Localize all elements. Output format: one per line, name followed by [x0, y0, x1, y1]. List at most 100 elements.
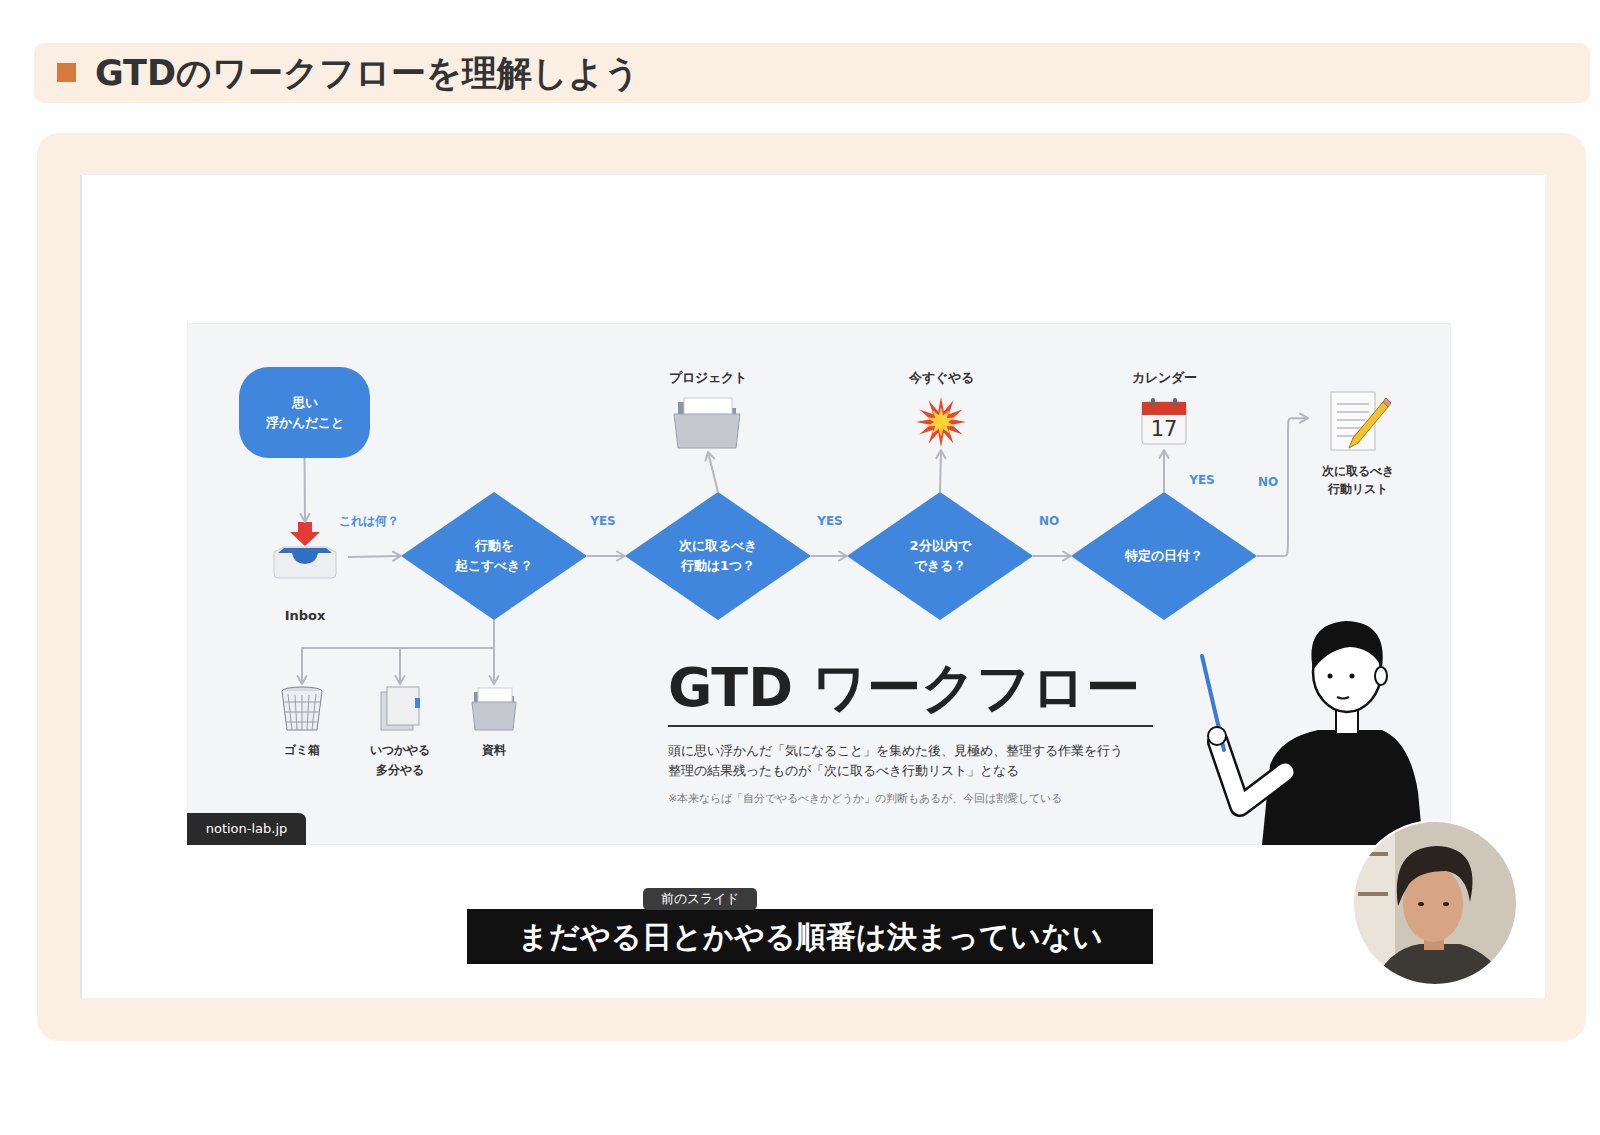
node-label: いつかやる 多分やる: [364, 740, 436, 780]
eye: [1350, 674, 1355, 679]
inbox-node: Inbox: [262, 522, 348, 628]
decision-diamond: 特定の日付？: [1071, 492, 1257, 620]
flow-arrow: [400, 620, 494, 684]
flow-arrow: [1257, 418, 1308, 556]
decor-rect: [415, 698, 420, 708]
edge-label: YES: [1189, 473, 1215, 487]
reference-node: 資料: [454, 684, 534, 774]
node-icon: [470, 684, 518, 732]
diamond-fill: [1071, 492, 1257, 620]
node-label: プロジェクト: [669, 368, 747, 388]
node-icon: [377, 684, 423, 732]
flow-arrow: [493, 620, 495, 684]
node-icon: [672, 394, 744, 450]
subtitle-box: [467, 909, 1153, 964]
decision-diamond: 2分以内で できる？: [847, 492, 1033, 620]
flow-arrow: [940, 450, 941, 492]
avatar-shelf-board: [1358, 892, 1388, 896]
diamond-fill: [847, 492, 1033, 620]
decor-svg: [279, 684, 325, 732]
someday-node: いつかやる 多分やる: [357, 684, 443, 784]
decor-rect: [1173, 398, 1177, 407]
eye: [1328, 674, 1333, 679]
node-label: ゴミ箱: [284, 740, 320, 760]
hand: [1208, 727, 1226, 745]
avatar-eye: [1443, 902, 1449, 906]
ear: [1375, 667, 1387, 685]
page-title: GTDのワークフローを理解しよう: [95, 43, 640, 103]
decor-path: [274, 547, 336, 578]
decor-rect: [387, 687, 419, 725]
diamond-outline: [847, 492, 1033, 620]
decision-diamond: 行動を 起こすべき？: [401, 492, 587, 620]
node-icon: [270, 522, 340, 580]
decor-path: [282, 691, 322, 730]
decor-svg: [377, 684, 423, 732]
diamond-outline: [625, 492, 811, 620]
shirt-body: [1262, 730, 1423, 845]
node-label: カレンダー: [1132, 368, 1197, 388]
edge-label: NO: [1039, 514, 1059, 528]
node-icon: [1325, 388, 1391, 456]
node-icon: [279, 684, 325, 732]
decor-path: [278, 548, 332, 564]
flow-arrow: [304, 458, 307, 522]
slide-description: 整理の結果残ったものが「次に取るべき行動リスト」となる: [668, 762, 1019, 780]
slide-description: 頭に思い浮かんだ「気になること」を集めた後、見極め、整理する作業を行う: [668, 742, 1123, 760]
decision-diamond: 次に取るべき 行動は1つ？: [625, 492, 811, 620]
node-detail: 17: [1114, 417, 1214, 441]
arm-outline: [1218, 742, 1285, 806]
diamond-fill: [401, 492, 587, 620]
node-label: 次に取るべき 行動は1つ？: [662, 536, 774, 576]
decor-svg: [1325, 388, 1391, 456]
presenter-avatar: [1353, 821, 1517, 990]
trash-node: ゴミ箱: [262, 684, 342, 774]
node-label: 特定の日付？: [1125, 546, 1203, 566]
subtitle-text: まだやる日とかやる順番は決まっていない: [467, 909, 1153, 964]
node-icon: [915, 396, 967, 448]
flow-arrow: [708, 452, 718, 492]
arm: [1218, 742, 1285, 806]
decor-path: [284, 694, 320, 730]
diamond-outline: [401, 492, 587, 620]
decor-rect: [1151, 398, 1155, 407]
decor-svg: [672, 394, 744, 450]
start-box: 思い 浮かんだこと: [239, 367, 370, 458]
do-now-node: 今すぐやる: [891, 368, 991, 450]
edge-label: これは何？: [339, 513, 399, 530]
tooltip-box: [643, 888, 757, 910]
decor-polygon: [916, 397, 966, 447]
node-label: 今すぐやる: [909, 368, 974, 388]
slide-heading: GTD ワークフロー: [668, 656, 1140, 720]
node-label: 資料: [482, 740, 506, 760]
decor-rect: [1142, 402, 1186, 415]
flow-arrow: [1163, 450, 1165, 492]
decor-path: [1349, 402, 1388, 448]
flow-arrow: [811, 555, 847, 557]
mouth: [1337, 697, 1349, 699]
avatar-eye: [1418, 902, 1424, 906]
edge-label: NO: [1258, 475, 1278, 489]
decor-svg: [270, 522, 340, 580]
node-label: 2分以内で できる？: [884, 536, 996, 576]
avatar-hair: [1397, 846, 1473, 906]
header-square: [57, 63, 76, 82]
edge-label: YES: [817, 514, 843, 528]
presenter-illustration: [1202, 621, 1423, 845]
title-underline: [668, 725, 1153, 727]
project-node: プロジェクト: [658, 368, 758, 452]
decor-path: [290, 522, 320, 546]
decor-path: [472, 702, 516, 730]
source-tag-box: [187, 813, 306, 845]
node-label: 行動を 起こすべき？: [438, 536, 550, 576]
tooltip-text: 前のスライド: [643, 888, 757, 910]
node-label: 思い 浮かんだこと: [255, 393, 355, 433]
avatar-ring: [1353, 821, 1517, 985]
decor-svg: [470, 684, 518, 732]
decor-svg: [915, 396, 967, 448]
decor-path: [1383, 398, 1391, 407]
source-tag: notion-lab.jp: [187, 813, 306, 845]
